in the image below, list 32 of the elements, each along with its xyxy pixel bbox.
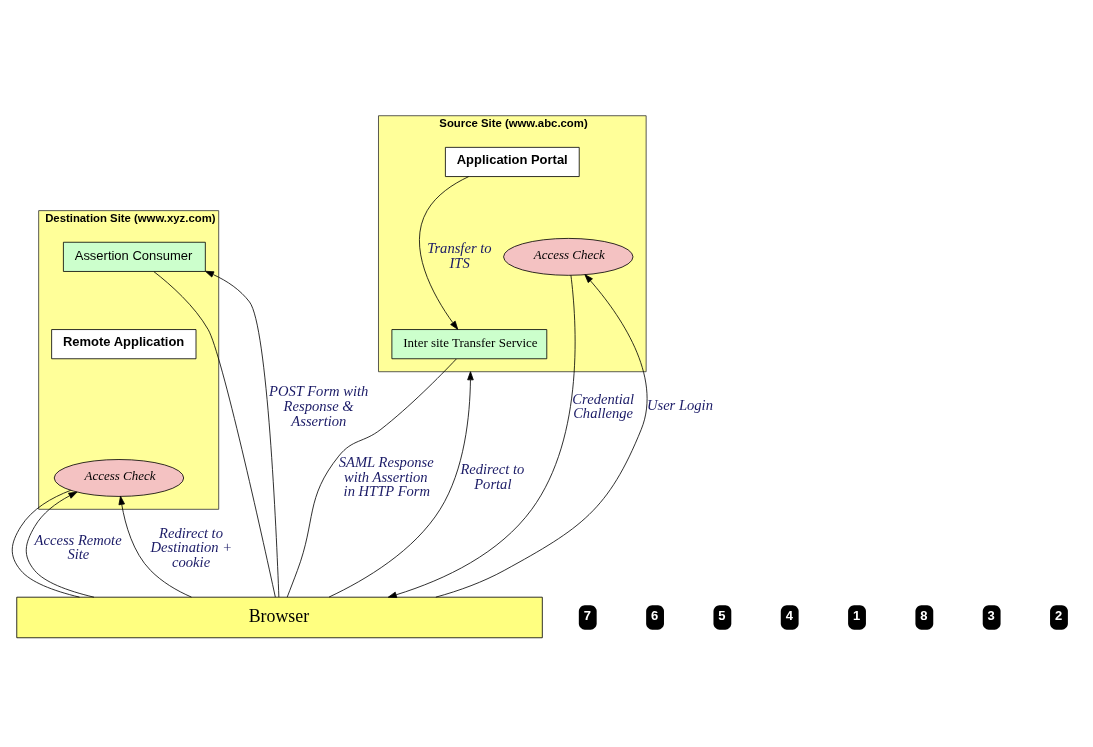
- edge-label: Transfer to ITS: [427, 240, 492, 271]
- node-box: Browser: [16, 596, 543, 639]
- edge-label: Credential Challenge: [572, 390, 635, 422]
- arrow: [435, 274, 648, 598]
- edge-label: User Login: [646, 397, 713, 414]
- arrow: [25, 491, 95, 598]
- label: 6: [651, 607, 659, 623]
- node-box: Inter site Transfer Service: [391, 329, 548, 360]
- label: 1: [852, 607, 861, 623]
- edge-label: Access Remote Site: [34, 531, 122, 563]
- label: 8: [920, 607, 928, 623]
- node-box: Remote Application: [51, 329, 197, 360]
- edge-label: POST Form with Response & Assertion: [269, 383, 369, 429]
- label: 7: [583, 607, 591, 623]
- label: 4: [785, 607, 793, 623]
- node-box: Assertion Consumer: [63, 241, 206, 272]
- edge-label: SAML Response with Assertion in HTTP Form: [338, 453, 434, 500]
- arrow: [328, 371, 474, 598]
- label: 3: [987, 607, 995, 623]
- arrow: [419, 176, 470, 330]
- node-box: Application Portal: [445, 146, 580, 177]
- arrow: [205, 270, 280, 598]
- connector: [11, 489, 80, 598]
- connector: [153, 271, 276, 598]
- node-ellipse: Access Check: [503, 238, 634, 276]
- edge-label: Redirect to Portal: [460, 461, 525, 492]
- edge-label: Redirect to Destination + cookie: [150, 524, 233, 570]
- label: 2: [1054, 607, 1063, 623]
- connector: [286, 358, 457, 598]
- arrow: [118, 495, 192, 598]
- arrow: [387, 274, 576, 598]
- label: 5: [718, 607, 726, 623]
